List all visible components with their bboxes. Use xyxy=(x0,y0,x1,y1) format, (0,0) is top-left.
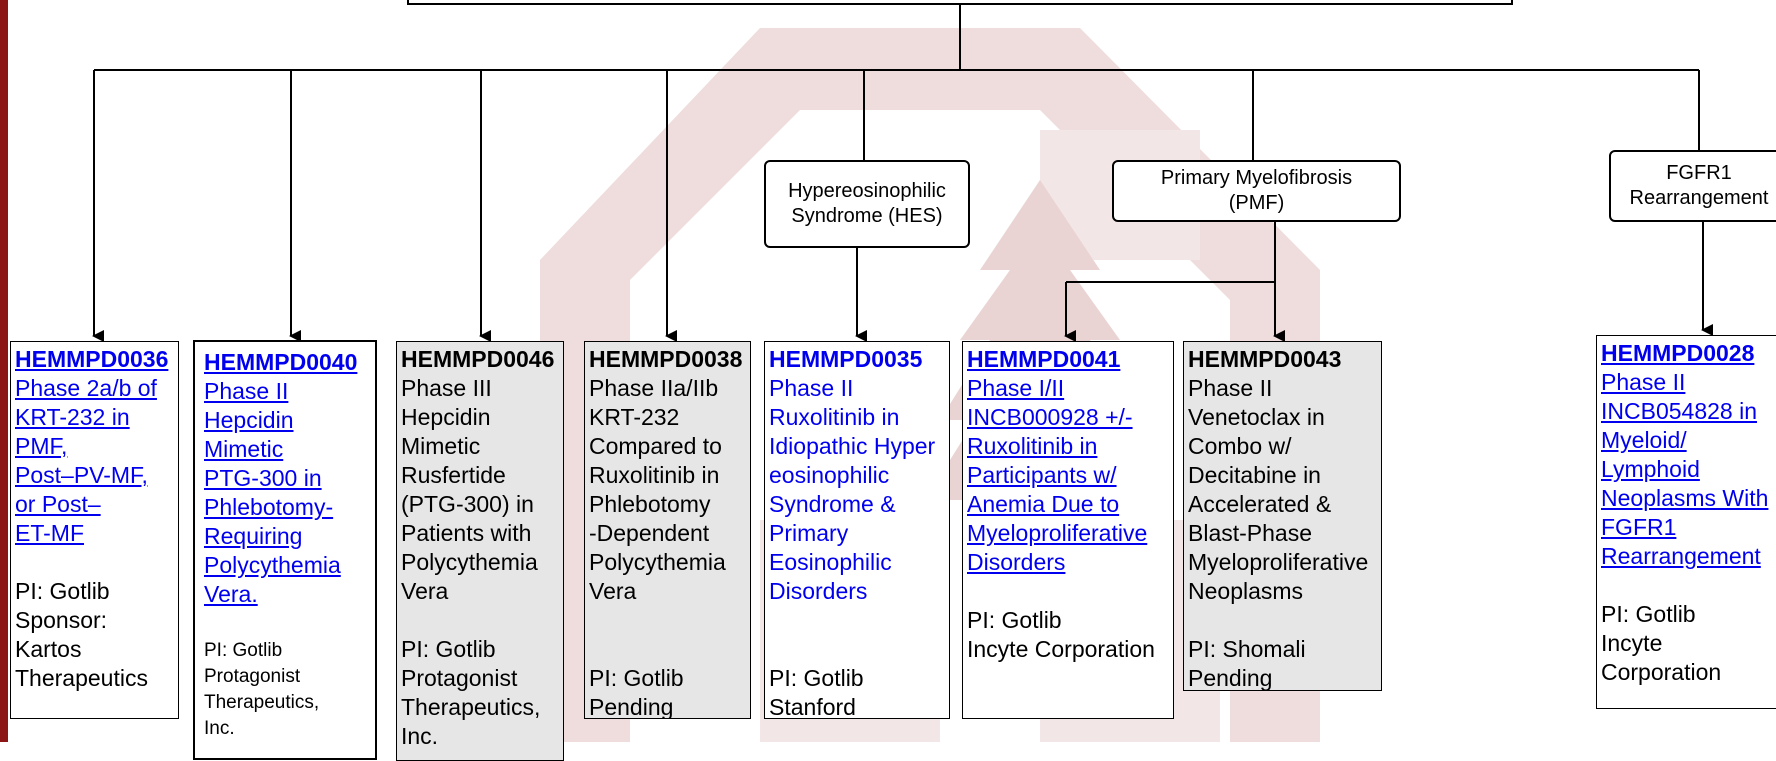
trial-card-hemmpd0035: HEMMPD0035 Phase II Ruxolitinib in Idiop… xyxy=(764,341,950,719)
trial-description: Phase III Hepcidin Mimetic Rusfertide (P… xyxy=(401,375,538,604)
trial-code: HEMMPD0038 xyxy=(589,346,743,372)
trial-card-hemmpd0046: HEMMPD0046 Phase III Hepcidin Mimetic Ru… xyxy=(396,341,564,761)
trial-description: Phase II Ruxolitinib in Idiopathic Hyper… xyxy=(769,375,936,604)
trial-code: HEMMPD0043 xyxy=(1188,346,1342,372)
trial-card-hemmpd0041[interactable]: HEMMPD0041 Phase I/II INCB000928 +/- Rux… xyxy=(962,341,1174,719)
trial-description-link[interactable]: Phase I/II INCB000928 +/- Ruxolitinib in… xyxy=(967,375,1148,575)
trial-card-hemmpd0038: HEMMPD0038 Phase IIa/IIb KRT-232 Compare… xyxy=(584,341,751,719)
trial-code-link[interactable]: HEMMPD0041 xyxy=(967,346,1121,372)
trial-code: HEMMPD0035 xyxy=(769,346,923,372)
trial-card-hemmpd0040[interactable]: HEMMPD0040 Phase II Hepcidin Mimetic PTG… xyxy=(193,340,377,760)
trial-code-link[interactable]: HEMMPD0036 xyxy=(15,346,169,372)
trial-pi-sponsor: PI: Gotlib Pending xyxy=(589,665,684,719)
category-pmf-label: Primary Myelofibrosis (PMF) xyxy=(1160,167,1353,214)
trial-description-link[interactable]: Phase II Hepcidin Mimetic PTG-300 in Phl… xyxy=(204,378,341,607)
top-header-box-edge xyxy=(407,0,1513,5)
trial-card-hemmpd0036[interactable]: HEMMPD0036 Phase 2a/b of KRT-232 in PMF,… xyxy=(10,341,179,719)
connector-lines xyxy=(92,0,1713,342)
trial-description-link[interactable]: Phase II INCB054828 in Myeloid/ Lymphoid… xyxy=(1601,369,1769,569)
trial-card-hemmpd0028[interactable]: HEMMPD0028 Phase II INCB054828 in Myeloi… xyxy=(1596,335,1776,709)
category-hes-label: Hypereosinophilic Syndrome (HES) xyxy=(788,180,946,227)
trial-pi-sponsor: PI: Gotlib Protagonist Therapeutics, Inc… xyxy=(204,640,320,739)
trial-description: Phase IIa/IIb KRT-232 Compared to Ruxoli… xyxy=(589,375,726,604)
trial-pi-sponsor: PI: Gotlib Sponsor: Kartos Therapeutics xyxy=(15,578,148,691)
category-fgfr1: FGFR1 Rearrangement xyxy=(1609,150,1776,222)
trial-code-link[interactable]: HEMMPD0028 xyxy=(1601,340,1755,366)
trial-pi-sponsor: PI: Shomali Pending xyxy=(1188,636,1306,691)
trial-pi-sponsor: PI: Gotlib Incyte Corporation xyxy=(1601,601,1722,685)
trial-description: Phase II Venetoclax in Combo w/ Decitabi… xyxy=(1188,375,1369,604)
trial-code-link[interactable]: HEMMPD0040 xyxy=(204,349,358,375)
accent-sidebar-bar xyxy=(0,0,8,742)
category-hes: Hypereosinophilic Syndrome (HES) xyxy=(764,160,970,248)
trial-pi-sponsor: PI: Gotlib Stanford xyxy=(769,665,864,719)
trial-pi-sponsor: PI: Gotlib Incyte Corporation xyxy=(967,607,1155,662)
trial-pi-sponsor: PI: Gotlib Protagonist Therapeutics, Inc… xyxy=(401,636,541,749)
trial-card-hemmpd0043: HEMMPD0043 Phase II Venetoclax in Combo … xyxy=(1183,341,1382,691)
category-fgfr1-label: FGFR1 Rearrangement xyxy=(1629,162,1769,209)
trial-code: HEMMPD0046 xyxy=(401,346,555,372)
category-pmf: Primary Myelofibrosis (PMF) xyxy=(1112,160,1401,222)
trial-description-link[interactable]: Phase 2a/b of KRT-232 in PMF, Post–PV-MF… xyxy=(15,375,157,546)
